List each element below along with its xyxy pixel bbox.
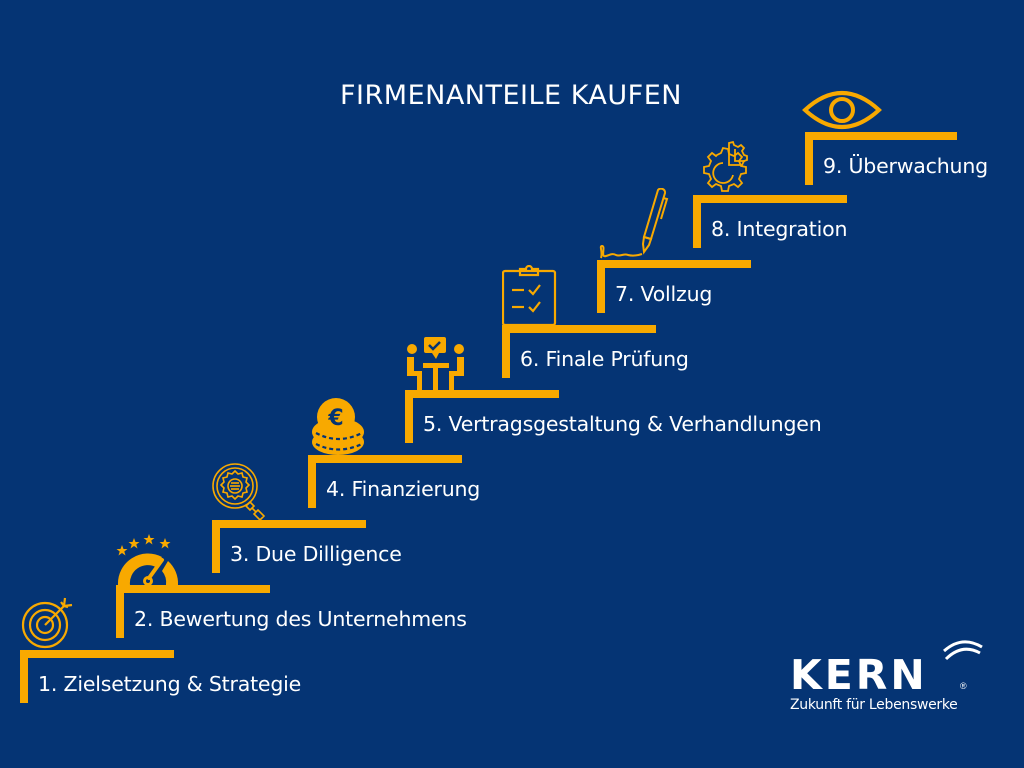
signal-wave-icon [943,640,983,661]
step-3-tread [212,520,366,528]
step-2-riser [116,585,124,638]
step-1-riser [20,650,28,703]
step-7-tread [597,260,751,268]
step-3-riser [212,520,220,573]
step-5-riser [405,390,413,443]
svg-text:€: € [327,406,343,431]
rating-gauge-icon [116,533,182,585]
step-6-riser [502,325,510,378]
step-9-label: 9. Überwachung [823,154,988,178]
step-2-label: 2. Bewertung des Unternehmens [134,607,467,631]
step-7-label: 7. Vollzug [615,282,713,306]
logo-brand: KERN [790,651,928,699]
step-4-tread [308,455,462,463]
step-6-label: 6. Finale Prüfung [520,347,689,371]
pen-signature-icon [597,188,673,259]
clipboard-check-icon [502,265,558,325]
step-9-tread [805,132,957,140]
euro-coins-icon: € [310,397,370,455]
step-7-riser [597,260,605,313]
title-text: FIRMENANTEILE KAUFEN [340,80,682,111]
step-5-label: 5. Vertragsgestaltung & Verhandlungen [423,412,822,436]
step-4-label: 4. Finanzierung [326,477,481,501]
negotiation-icon [405,337,467,390]
target-icon [20,594,80,650]
step-3-label: 3. Due Dilligence [230,542,402,566]
magnifier-gear-icon [212,462,278,520]
gear-chart-icon [693,141,757,192]
eye-icon [802,88,882,129]
kern-logo: KERN ® Zukunft für Lebenswerke [790,640,983,715]
step-2-tread [116,585,270,593]
step-8-label: 8. Integration [711,217,848,241]
page-title: FIRMENANTEILE KAUFEN [0,80,1024,111]
step-5-tread [405,390,559,398]
step-1-tread [20,650,174,658]
step-6-tread [502,325,656,333]
step-8-tread [693,195,847,203]
logo-tagline: Zukunft für Lebenswerke [790,697,958,713]
step-1-label: 1. Zielsetzung & Strategie [38,672,302,696]
step-9-riser [805,132,813,185]
registered-mark: ® [960,681,967,691]
step-8-riser [693,195,701,248]
step-4-riser [308,455,316,508]
